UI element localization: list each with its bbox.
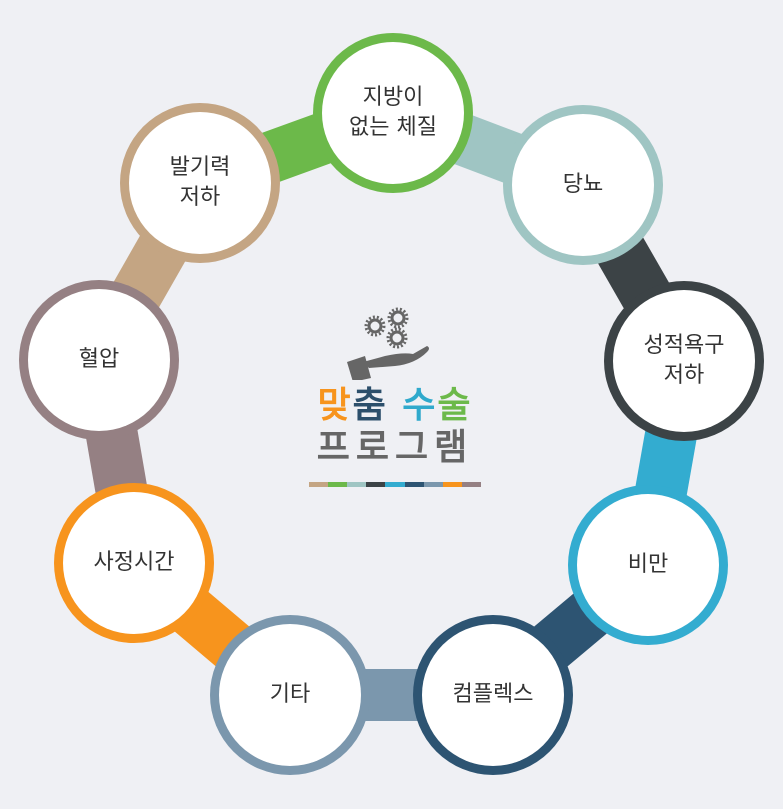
node-label: 당뇨 [562,172,604,197]
hand-with-gears-icon [347,307,429,382]
title-char: 춤 [352,385,388,426]
node-circle [63,492,205,634]
title-char: 수 [402,385,438,426]
center-logo: 맞춤 수술 프로그램 [300,300,490,487]
color-bar-segment [309,482,329,487]
color-bar-segment [366,482,386,487]
color-bar-segment [404,482,424,487]
color-bar-segment [423,482,443,487]
node-circle [512,114,654,256]
color-bar-segment [385,482,405,487]
node-circle [422,624,564,766]
title-char [388,385,403,426]
node-label: 기타 [269,682,311,707]
node-label: 비만 [627,552,669,577]
title-char: 맞 [317,385,353,426]
color-bar-segment [328,482,348,487]
node-label: 성적욕구 저하 [643,333,725,388]
title-sub: 프로그램 [316,427,474,468]
color-bar [309,482,481,487]
node-circle [129,112,271,254]
title-char: 술 [437,385,473,426]
node-circle [322,42,464,184]
color-bar-segment [347,482,367,487]
node-label: 사정시간 [93,550,175,575]
node-circle [219,624,361,766]
title-main: 맞춤 수술 [300,386,490,426]
color-bar-segment [461,482,481,487]
node-circle [577,494,719,636]
node-label: 지방이 없는 체질 [349,85,437,140]
node-label: 혈압 [78,347,120,372]
node-label: 컴플렉스 [452,682,534,707]
color-bar-segment [442,482,462,487]
node-circle [28,289,170,431]
node-circle [613,290,755,432]
node-label: 발기력 저하 [169,155,231,210]
